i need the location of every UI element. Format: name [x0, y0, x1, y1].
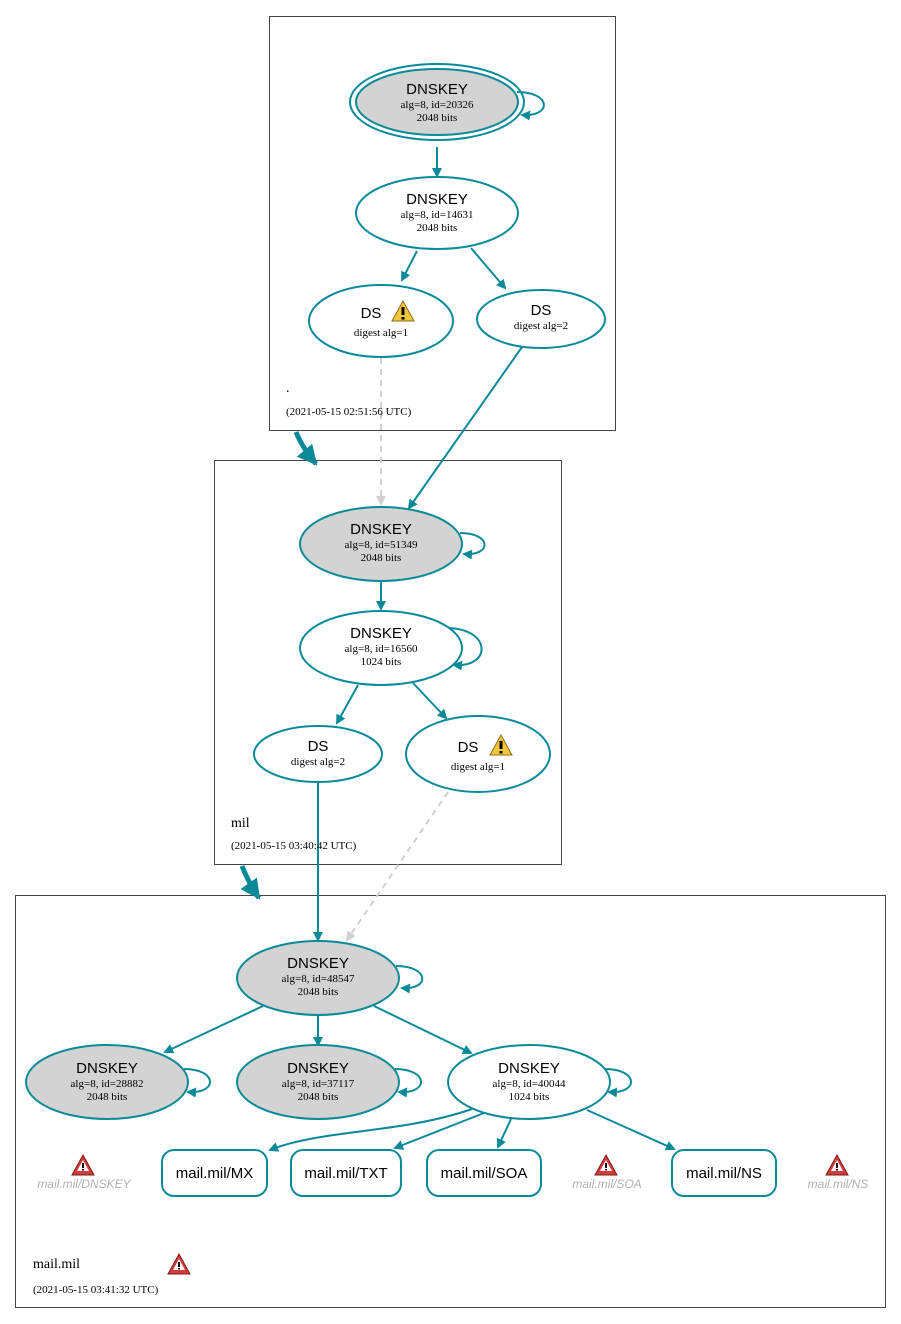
edge-root-zsk-ds2 — [470, 247, 507, 290]
edge-mm-k2-self — [394, 1068, 422, 1098]
error-icon — [594, 1154, 618, 1176]
node-mil-ksk[interactable]: DNSKEY alg=8, id=51349 2048 bits — [299, 506, 463, 582]
node-mil-ds2[interactable]: DS digest alg=2 — [253, 725, 383, 783]
node-mil-ds1-detail: digest alg=1 — [451, 761, 505, 773]
zone-root-name: . — [286, 381, 290, 396]
zone-mailmil-name: mail.mil — [33, 1257, 80, 1272]
node-mil-ksk-bits: 2048 bits — [361, 552, 402, 564]
edge-mm-k1-self — [183, 1068, 211, 1098]
missing-rrset-soa-label: mail.mil/SOA — [572, 1177, 641, 1191]
node-root-ds1-detail: digest alg=1 — [354, 327, 408, 339]
node-mm-k2-type: DNSKEY — [287, 1060, 349, 1077]
node-mil-zsk-type: DNSKEY — [350, 625, 412, 642]
node-mm-ksk[interactable]: DNSKEY alg=8, id=48547 2048 bits — [236, 940, 400, 1016]
rrset-mx[interactable]: mail.mil/MX — [161, 1149, 268, 1197]
error-icon — [71, 1154, 95, 1176]
node-mil-zsk-detail: alg=8, id=16560 — [345, 643, 418, 655]
rrset-ns[interactable]: mail.mil/NS — [671, 1149, 777, 1197]
zone-root-box — [269, 16, 616, 431]
missing-rrset-dnskey-label: mail.mil/DNSKEY — [37, 1177, 131, 1191]
edge-root-ksk-self — [516, 91, 545, 121]
zone-mil-timestamp: (2021-05-15 03:40:42 UTC) — [231, 840, 357, 852]
edge-mm-zsk-self — [604, 1068, 632, 1098]
node-root-zsk-detail: alg=8, id=14631 — [401, 209, 474, 221]
node-root-zsk[interactable]: DNSKEY alg=8, id=14631 2048 bits — [355, 176, 519, 250]
edge-mil-ds1-mm-ksk-dashed — [345, 791, 449, 942]
node-mil-ds2-detail: digest alg=2 — [291, 756, 345, 768]
node-root-ds2[interactable]: DS digest alg=2 — [476, 289, 606, 349]
node-mm-k2-detail: alg=8, id=37117 — [282, 1078, 355, 1090]
error-icon — [825, 1154, 849, 1176]
delegation-root-mil-arrow — [293, 431, 318, 466]
rrset-soa[interactable]: mail.mil/SOA — [426, 1149, 542, 1197]
node-mm-zsk-type: DNSKEY — [498, 1060, 560, 1077]
rrset-txt-label: mail.mil/TXT — [304, 1165, 387, 1182]
edge-mil-zsk-ds2 — [336, 684, 359, 725]
node-root-zsk-type: DNSKEY — [406, 191, 468, 208]
edge-mil-zsk-ds1 — [412, 682, 448, 720]
node-root-ds2-type: DS — [531, 302, 552, 319]
node-root-ds1[interactable]: DS digest alg=1 — [308, 284, 454, 358]
node-mm-ksk-detail: alg=8, id=48547 — [282, 973, 355, 985]
node-mil-ds2-type: DS — [308, 738, 329, 755]
edge-mm-zsk-ns — [586, 1109, 676, 1151]
rrset-mx-label: mail.mil/MX — [176, 1165, 254, 1182]
node-root-ksk-type: DNSKEY — [406, 81, 468, 98]
node-mil-ksk-type: DNSKEY — [350, 521, 412, 538]
node-mil-zsk-bits: 1024 bits — [361, 656, 402, 668]
node-mil-ksk-detail: alg=8, id=51349 — [345, 539, 418, 551]
missing-rrset-soa[interactable]: mail.mil/SOA — [572, 1154, 642, 1191]
edge-mm-zsk-txt — [393, 1112, 485, 1150]
node-mm-zsk-detail: alg=8, id=40044 — [493, 1078, 566, 1090]
node-mm-k1-bits: 2048 bits — [87, 1091, 128, 1103]
rrset-soa-label: mail.mil/SOA — [441, 1165, 528, 1182]
zone-mil-name: mil — [231, 816, 250, 831]
node-mm-zsk[interactable]: DNSKEY alg=8, id=40044 1024 bits — [447, 1044, 611, 1120]
zone-mailmil-box — [15, 895, 886, 1308]
zone-mil-box — [214, 460, 562, 865]
edge-root-ds2-mil-ksk — [407, 346, 523, 510]
missing-rrset-dnskey[interactable]: mail.mil/DNSKEY — [37, 1154, 132, 1191]
node-mm-ksk-bits: 2048 bits — [298, 986, 339, 998]
edge-mm-zsk-soa — [496, 1118, 512, 1149]
node-root-ksk-bits: 2048 bits — [417, 112, 458, 124]
node-mm-ksk-type: DNSKEY — [287, 955, 349, 972]
zone-root-timestamp: (2021-05-15 02:51:56 UTC) — [286, 406, 412, 418]
node-mm-k1-detail: alg=8, id=28882 — [71, 1078, 144, 1090]
edge-root-zsk-ds1 — [401, 250, 418, 282]
rrset-ns-label: mail.mil/NS — [686, 1165, 762, 1182]
node-mm-k2-bits: 2048 bits — [298, 1091, 339, 1103]
node-root-ds1-type: DS — [361, 305, 382, 322]
missing-rrset-ns-label: mail.mil/NS — [808, 1177, 869, 1191]
node-mm-k1[interactable]: DNSKEY alg=8, id=28882 2048 bits — [25, 1044, 189, 1120]
node-root-ds2-detail: digest alg=2 — [514, 320, 568, 332]
node-mil-ds1-type: DS — [458, 739, 479, 756]
edge-mm-ksk-zsk — [373, 1005, 473, 1055]
delegation-mil-mailmil-arrow — [239, 865, 262, 900]
node-mm-zsk-bits: 1024 bits — [509, 1091, 550, 1103]
node-mm-k2[interactable]: DNSKEY alg=8, id=37117 2048 bits — [236, 1044, 400, 1120]
edge-mil-ksk-self — [459, 532, 486, 560]
node-mil-zsk[interactable]: DNSKEY alg=8, id=16560 1024 bits — [299, 610, 463, 686]
zone-error-icon — [167, 1253, 191, 1275]
edge-mm-zsk-mx — [268, 1108, 473, 1152]
missing-rrset-ns[interactable]: mail.mil/NS — [808, 1154, 869, 1191]
node-root-ksk-detail: alg=8, id=20326 — [401, 99, 474, 111]
node-root-zsk-bits: 2048 bits — [417, 222, 458, 234]
edge-mil-zsk-self — [445, 627, 483, 671]
edge-mm-ksk-self — [395, 965, 424, 994]
zone-mailmil-timestamp: (2021-05-15 03:41:32 UTC) — [33, 1284, 159, 1296]
rrset-txt[interactable]: mail.mil/TXT — [290, 1149, 402, 1197]
node-mil-ds1[interactable]: DS digest alg=1 — [405, 715, 551, 793]
edge-mm-ksk-k1 — [163, 1005, 264, 1054]
node-root-ksk[interactable]: DNSKEY alg=8, id=20326 2048 bits — [349, 63, 525, 141]
node-mm-k1-type: DNSKEY — [76, 1060, 138, 1077]
